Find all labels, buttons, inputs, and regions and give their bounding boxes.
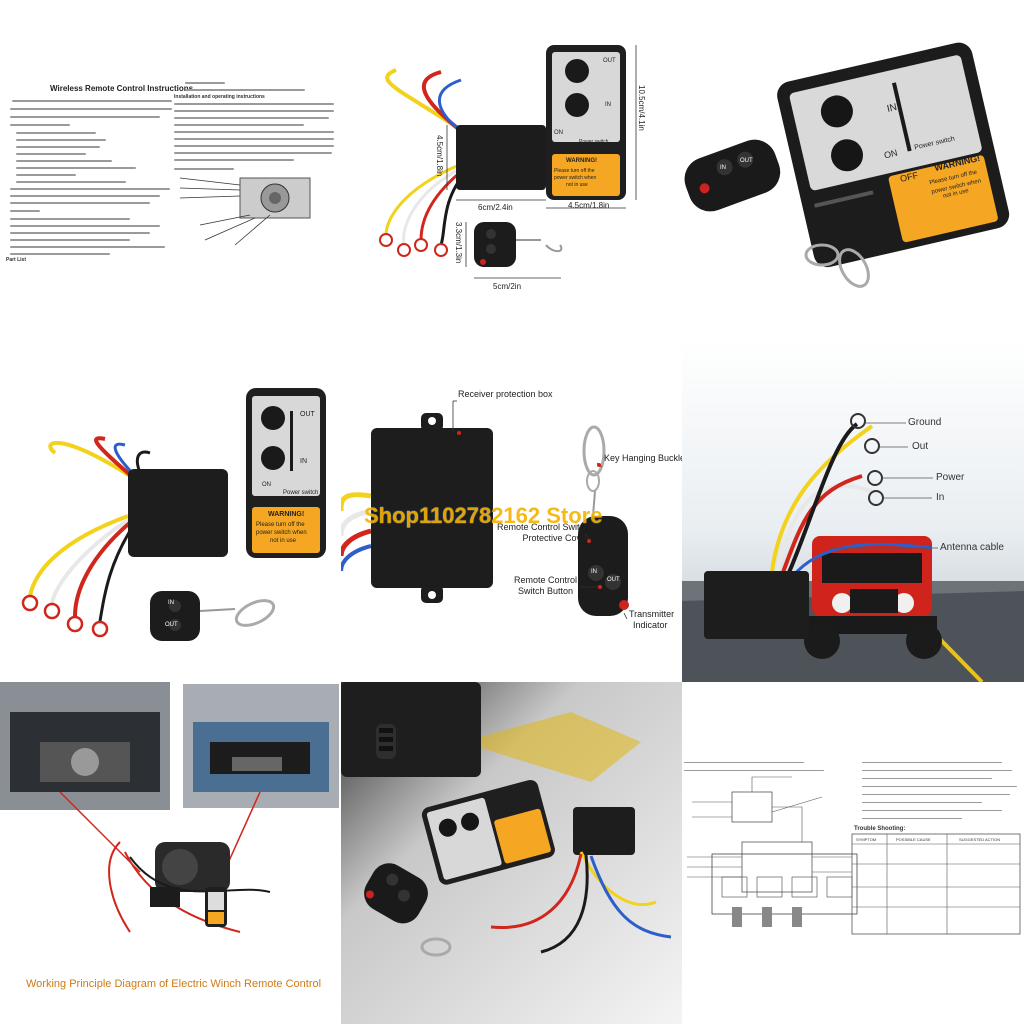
manual-section-title: Installation and operating instructions — [174, 94, 265, 100]
receiver-width-dim: 6cm/2.4in — [478, 203, 513, 212]
component-callout-panel: Receiver protection box Key Hanging Buck… — [341, 341, 682, 682]
working-principle-caption: Working Principle Diagram of Electric Wi… — [26, 978, 322, 990]
wiring-sketch — [179, 177, 311, 246]
remote-height-dim: 10.5cm/4.1in — [637, 85, 646, 131]
in-wire-label: In — [936, 492, 945, 503]
power-wire-label: Power — [936, 472, 965, 483]
antenna-cable-label: Antenna cable — [940, 542, 1004, 553]
wiring-diagram-svg — [687, 776, 1021, 935]
receiver-height-dim: 4.5cm/1.8in — [435, 135, 444, 177]
dimension-product-svg — [379, 45, 637, 279]
transmitter-indicator-callout: Transmitter Indicator — [629, 609, 675, 630]
remote-width-dim: 4.5cm/1.8in — [568, 201, 610, 210]
lifestyle-svg — [341, 682, 682, 1024]
switch-button-callout: Remote Control Switch Button — [514, 575, 578, 596]
troubleshooting-document-panel: Trouble Shooting: SYMPTOM POSSIBLE CAUSE… — [682, 682, 1024, 1024]
dimension-panel: OUT IN ON OFF Power switch WARNING! Plea… — [341, 0, 682, 341]
wiring-jeep-panel: Ground Out Power In Antenna cable — [682, 341, 1024, 682]
working-principle-svg — [0, 682, 339, 933]
part-list-label: Part List — [6, 257, 27, 263]
remote-closeup-panel: OUT IN ON OFF Power switch WARNING! Plea… — [682, 0, 1024, 341]
key-buckle-callout: Key Hanging Buckle — [604, 453, 682, 463]
product-set-panel: OUT IN ON OFF Power switch WARNING! Plea… — [0, 341, 341, 682]
wiring-jeep-svg — [682, 341, 1024, 682]
store-watermark: Shop1102782162 Store — [364, 503, 603, 528]
product-set-svg — [21, 388, 326, 641]
troubleshooting-title: Trouble Shooting: — [854, 826, 906, 832]
out-wire-label: Out — [912, 441, 929, 452]
component-callout-svg — [341, 400, 629, 620]
lifestyle-panel — [341, 682, 682, 1024]
working-principle-panel: Working Principle Diagram of Electric Wi… — [0, 682, 341, 1024]
manual-title: Wireless Remote Control Instructions — [50, 84, 194, 93]
instruction-document-panel: Wireless Remote Control Instructions Par… — [0, 0, 341, 341]
ground-wire-label: Ground — [908, 417, 942, 428]
receiver-box-callout: Receiver protection box — [458, 389, 553, 399]
remote-closeup-svg — [684, 42, 1010, 288]
fob-width-dim: 5cm/2in — [493, 282, 522, 291]
fob-height-dim: 3.3cm/1.3in — [454, 222, 463, 264]
switch-cover-callout: Remote Control Switch Protective Cover — [497, 522, 590, 543]
